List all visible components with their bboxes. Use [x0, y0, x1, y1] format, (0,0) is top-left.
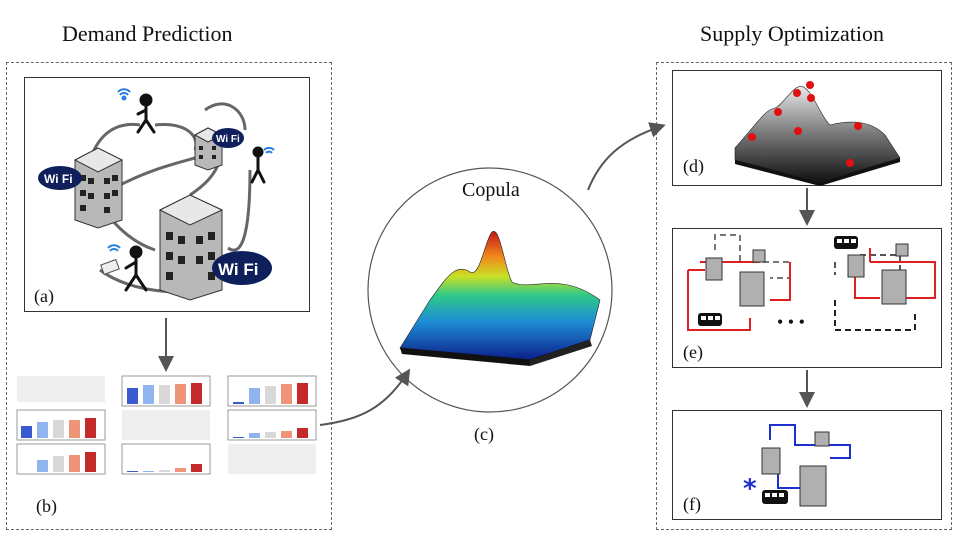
label-c: (c) — [474, 424, 494, 444]
ellipsis-dots: • • • — [777, 312, 805, 332]
person-walking-icon — [250, 146, 266, 184]
wifi-icon — [107, 244, 121, 252]
bus-icon — [762, 490, 788, 504]
demand-prediction-title: Demand Prediction — [62, 21, 233, 46]
person-walking-icon — [136, 93, 156, 134]
asterisk-icon: * — [743, 474, 757, 504]
copula-title: Copula — [462, 179, 520, 201]
building-icon — [158, 194, 224, 301]
city-scene: Wi Fi Wi Fi Wi Fi — [38, 88, 275, 301]
arrow-copula-to-d — [587, 122, 666, 191]
red-dot-marker — [794, 127, 802, 135]
red-dot-marker — [748, 133, 756, 141]
person-walking-icon — [124, 245, 148, 292]
wifi-badge: Wi Fi — [212, 251, 272, 285]
label-f: (f) — [683, 494, 701, 514]
demand-dashed-frame — [6, 62, 332, 530]
supply-optimization-title: Supply Optimization — [700, 21, 884, 46]
copula-surface — [399, 231, 601, 366]
building-icon — [73, 147, 124, 229]
label-b: (b) — [36, 496, 57, 516]
red-dot-marker — [807, 94, 815, 102]
svg-text:Wi Fi: Wi Fi — [216, 134, 240, 145]
bar-chart-grid — [16, 375, 317, 475]
svg-text:Wi Fi: Wi Fi — [218, 260, 258, 279]
building-icon — [761, 431, 830, 507]
wifi-badge: Wi Fi — [38, 166, 82, 190]
laptop-icon — [100, 258, 120, 276]
final-route — [769, 424, 851, 489]
arrow-b-to-copula — [319, 368, 411, 426]
label-d: (d) — [683, 156, 704, 176]
wifi-badge: Wi Fi — [212, 128, 244, 148]
red-dot-marker — [793, 89, 801, 97]
label-a: (a) — [34, 286, 54, 306]
red-dot-marker — [806, 81, 814, 89]
building-icon — [705, 243, 909, 307]
red-dot-marker — [854, 122, 862, 130]
supply-dashed-frame — [656, 62, 952, 530]
bus-icon — [698, 313, 722, 326]
wifi-icon — [117, 88, 131, 101]
red-dot-marker — [774, 108, 782, 116]
svg-text:Wi Fi: Wi Fi — [44, 172, 73, 186]
supply-surface — [734, 81, 901, 186]
wifi-icon — [263, 146, 275, 154]
bus-icon — [834, 236, 858, 249]
red-dot-marker — [846, 159, 854, 167]
label-e: (e) — [683, 342, 703, 362]
